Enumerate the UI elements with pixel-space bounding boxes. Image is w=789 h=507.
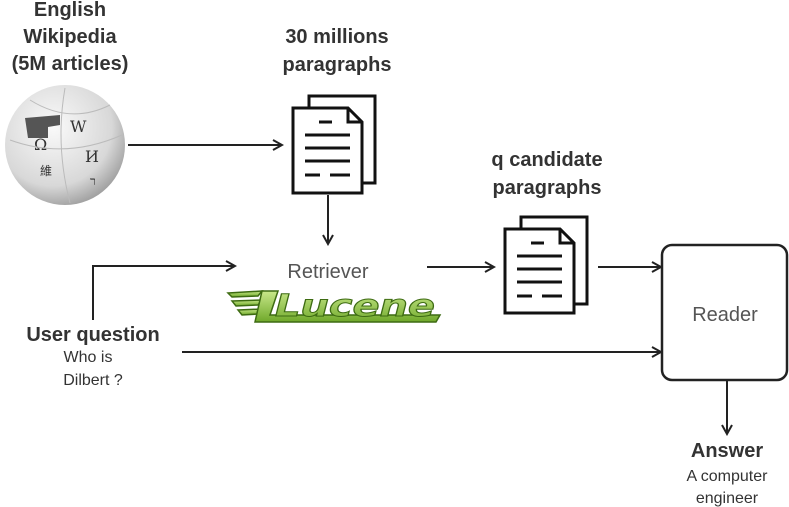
answer-line-2: engineer	[695, 490, 759, 507]
candidates-label-2: paragraphs	[492, 177, 602, 199]
lucene-logo: Lucene	[226, 289, 442, 325]
document-stack-icon-candidates	[503, 215, 589, 315]
arrow-question-to-retriever	[92, 266, 235, 320]
retriever-label: Retriever	[287, 261, 369, 283]
wikipedia-globe-icon: Ω WИ 維 ר	[5, 85, 125, 205]
corpus-label-1: 30 millions	[285, 26, 389, 48]
svg-text:W: W	[70, 117, 87, 136]
source-label-2: Wikipedia	[23, 26, 117, 48]
answer-title: Answer	[690, 440, 764, 462]
source-label-1: English	[33, 0, 107, 21]
reader-label: Reader	[692, 304, 758, 326]
svg-text:Lucene: Lucene	[275, 289, 435, 324]
svg-text:Ω: Ω	[34, 135, 47, 154]
svg-text:И: И	[85, 147, 99, 166]
question-title: User question	[26, 324, 160, 346]
source-label-3: (5M articles)	[11, 53, 129, 75]
reader-box	[660, 243, 789, 382]
svg-text:ר: ר	[90, 174, 96, 188]
candidates-label-1: q candidate	[491, 149, 603, 171]
question-line-2: Dilbert ?	[63, 372, 123, 389]
question-line-1: Who is	[63, 349, 113, 366]
answer-line-1: A computer	[686, 468, 768, 485]
document-stack-icon-corpus	[291, 94, 377, 195]
corpus-label-2: paragraphs	[282, 54, 392, 76]
svg-text:維: 維	[40, 164, 52, 178]
